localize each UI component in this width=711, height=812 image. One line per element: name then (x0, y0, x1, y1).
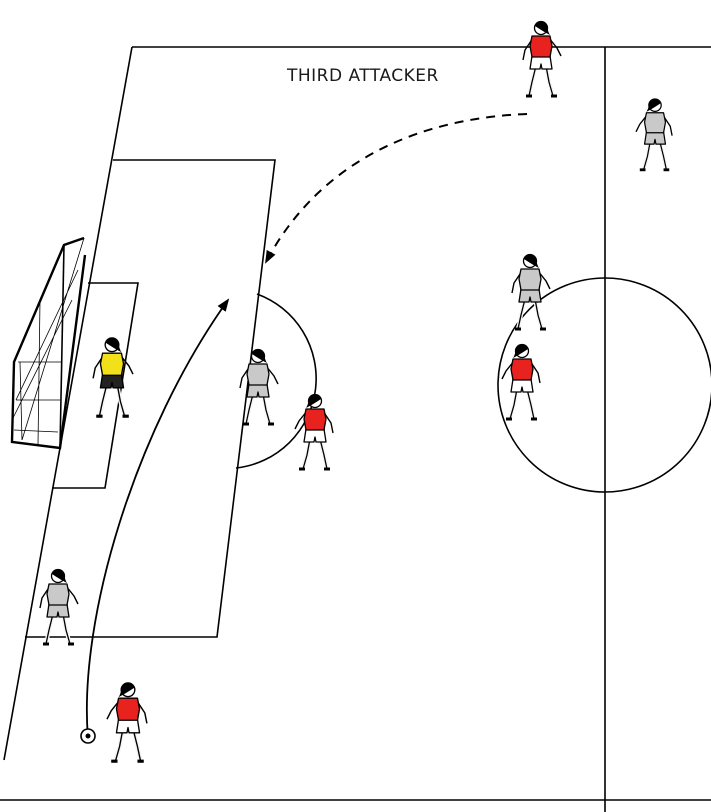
defender-near-post (39, 568, 79, 646)
goalkeeper (92, 337, 134, 418)
attacker-on-ball (106, 682, 148, 763)
goal-net (10, 236, 87, 450)
goal-line (3, 46, 133, 761)
third-attacker-run-arrow (265, 113, 528, 264)
penalty-area (25, 159, 276, 638)
attacker-penalty-arc (294, 393, 334, 471)
defender-far-right (635, 98, 673, 172)
center-circle (497, 277, 711, 493)
penalty-arc (235, 293, 317, 469)
defender-midfield (511, 253, 551, 331)
dribble-run-arrow (86, 298, 230, 739)
defender-penalty-arc (239, 348, 279, 426)
ball (80, 728, 96, 744)
third-attacker-player (522, 20, 562, 98)
third-attacker-label: THIRD ATTACKER (287, 66, 439, 86)
attacker-midfield (501, 343, 541, 421)
